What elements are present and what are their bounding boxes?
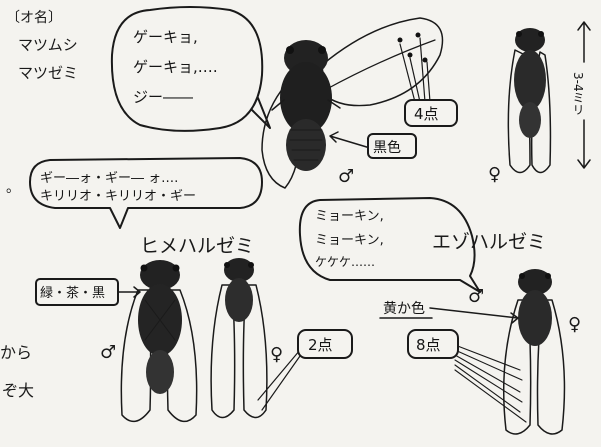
sex-mark-female-3: ♀ (568, 314, 581, 335)
stray-dai: ぞ大 (2, 381, 34, 400)
label-2-spots: 2点 (257, 329, 353, 411)
size-indicator: 3‑4ミリ (571, 21, 591, 169)
label-8-spots-text: 8点 (416, 336, 441, 354)
speech-bubble-hime: ギー―ォ・ギー― ォ‥‥ キリリオ・キリリオ・ギー (29, 157, 263, 229)
bubble-ezo-line-2: ミョーキン, (315, 233, 384, 248)
label-black-color-text: 黒色 (373, 139, 401, 156)
bubble-matsuzemi-line-1: ゲーキョ, (133, 28, 198, 46)
title-ezo-haruzemi: エゾハルゼミ (432, 231, 546, 253)
stray-dot: 。 (6, 180, 20, 196)
bubble-hime-line-2: キリリオ・キリリオ・ギー (40, 189, 196, 204)
sex-mark-male-2: ♂ (100, 342, 116, 363)
label-yellowish-text: 黄か色 (383, 300, 425, 317)
stray-kara: から (0, 343, 32, 362)
bubble-ezo-line-1: ミョーキン, (315, 209, 384, 224)
label-green-brown-black: 緑・茶・黒 (35, 278, 141, 306)
cicada-hime-female (210, 258, 268, 419)
size-indicator-text: 3‑4ミリ (571, 72, 585, 116)
sex-mark-male-3: ♂ (468, 286, 484, 307)
cicada-ezo (503, 269, 566, 435)
bracket-label: 〔オ名〕 (6, 10, 62, 26)
cicada-matsuzemi-male (261, 17, 444, 189)
title-hime-haruzemi: ヒメハルゼミ (140, 235, 254, 257)
speech-bubble-matsuzemi: ゲーキョ, ゲーキョ,‥‥ ジー―― (110, 6, 271, 132)
cicada-matsuzemi-female (507, 28, 552, 174)
species-name-1: マツムシ (18, 36, 78, 54)
sex-mark-male-1: ♂ (338, 166, 354, 187)
label-green-brown-black-text: 緑・茶・黒 (40, 285, 105, 301)
label-2-spots-text: 2点 (308, 336, 333, 354)
label-black-color: 黒色 (329, 131, 417, 159)
label-4-spots-text: 4点 (414, 105, 439, 123)
bubble-ezo-line-3: ケケケ‥‥‥ (315, 255, 375, 269)
speech-bubble-ezo: ミョーキン, ミョーキン, ケケケ‥‥‥ (298, 197, 481, 293)
species-name-2: マツゼミ (18, 64, 78, 82)
label-yellowish: 黄か色 (379, 300, 519, 324)
sex-mark-female-2: ♀ (270, 344, 283, 365)
cicada-hime-male (120, 260, 198, 423)
label-8-spots: 8点 (407, 329, 527, 423)
bubble-hime-line-1: ギー―ォ・ギー― ォ‥‥ (40, 171, 179, 186)
bubble-matsuzemi-line-2: ゲーキョ,‥‥ (133, 58, 218, 76)
bubble-matsuzemi-line-3: ジー―― (133, 88, 193, 106)
sex-mark-female-1: ♀ (488, 164, 501, 185)
label-4-spots: 4点 (399, 37, 458, 127)
